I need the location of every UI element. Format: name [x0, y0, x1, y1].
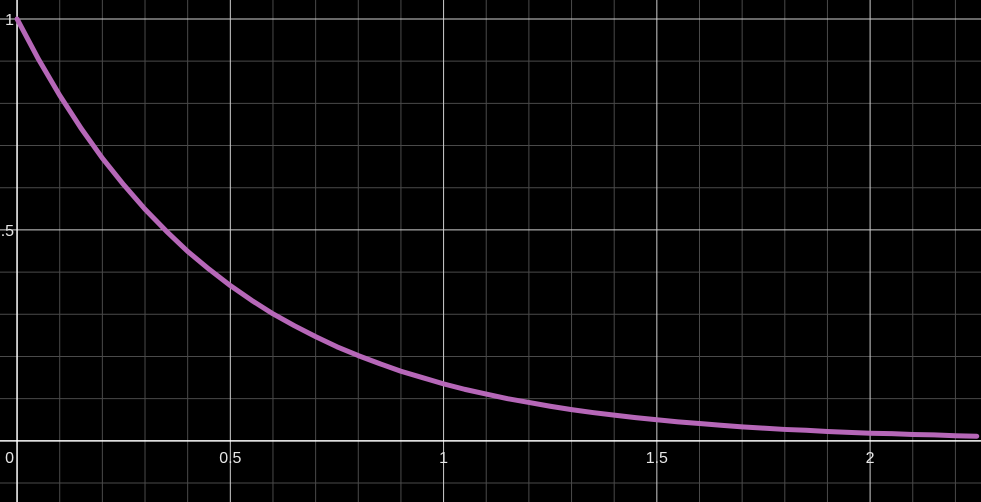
tick-labels: 0 0.5 1 1.5 2 .5 1 [1, 12, 875, 467]
x-tick-label: 0 [5, 450, 14, 467]
x-tick-label: 0.5 [219, 450, 241, 467]
y-tick-label: .5 [1, 223, 14, 240]
series-line-0 [14, 16, 980, 439]
x-tick-label: 1 [439, 450, 448, 467]
x-tick-label: 1.5 [646, 450, 668, 467]
x-tick-label: 2 [866, 450, 875, 467]
series-layer [14, 16, 980, 439]
y-tick-label: 1 [5, 12, 14, 29]
